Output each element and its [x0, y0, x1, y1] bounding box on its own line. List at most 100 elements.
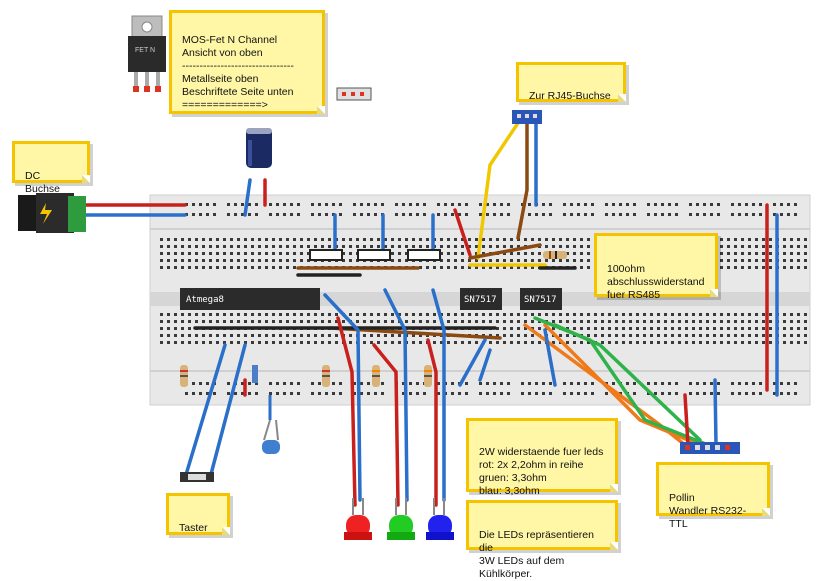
- breadboard-hole: [661, 213, 664, 216]
- breadboard-hole: [426, 313, 429, 316]
- breadboard-hole: [360, 392, 363, 395]
- breadboard-hole: [661, 382, 664, 385]
- breadboard-hole: [363, 313, 366, 316]
- breadboard-hole: [447, 238, 450, 241]
- breadboard-hole: [293, 266, 296, 269]
- breadboard-hole: [755, 238, 758, 241]
- breadboard-hole: [559, 259, 562, 262]
- breadboard-hole: [468, 238, 471, 241]
- breadboard-hole: [647, 382, 650, 385]
- breadboard-hole: [605, 203, 608, 206]
- wire-red-3: [453, 208, 472, 257]
- breadboard-hole: [741, 327, 744, 330]
- breadboard-hole: [717, 203, 720, 206]
- breadboard-hole: [251, 238, 254, 241]
- breadboard-hole: [258, 313, 261, 316]
- breadboard-hole: [241, 392, 244, 395]
- breadboard-hole: [286, 313, 289, 316]
- breadboard-hole: [454, 266, 457, 269]
- breadboard-hole: [307, 320, 310, 323]
- breadboard-hole: [223, 341, 226, 344]
- breadboard-hole: [433, 313, 436, 316]
- breadboard-hole: [531, 266, 534, 269]
- breadboard-hole: [524, 334, 527, 337]
- breadboard-hole: [783, 252, 786, 255]
- breadboard-hole: [454, 341, 457, 344]
- breadboard-hole: [377, 334, 380, 337]
- breadboard-hole: [559, 313, 562, 316]
- breadboard-hole: [255, 392, 258, 395]
- breadboard-hole: [657, 320, 660, 323]
- breadboard-hole: [265, 320, 268, 323]
- breadboard-hole: [755, 320, 758, 323]
- breadboard-hole: [521, 203, 524, 206]
- breadboard-hole: [615, 320, 618, 323]
- breadboard-hole: [804, 252, 807, 255]
- breadboard-hole: [192, 392, 195, 395]
- breadboard-hole: [587, 327, 590, 330]
- breadboard-hole: [283, 203, 286, 206]
- breadboard-hole: [216, 238, 219, 241]
- breadboard-hole: [255, 382, 258, 385]
- breadboard-hole: [230, 341, 233, 344]
- breadboard-hole: [496, 341, 499, 344]
- breadboard-hole: [510, 252, 513, 255]
- breadboard-hole: [629, 334, 632, 337]
- breadboard-hole: [370, 320, 373, 323]
- breadboard-hole: [783, 341, 786, 344]
- breadboard-hole: [605, 392, 608, 395]
- wire-red-pollin: [683, 393, 690, 447]
- breadboard-hole: [731, 203, 734, 206]
- breadboard-hole: [713, 320, 716, 323]
- note-pollin-text: Pollin Wandler RS232-TTL: [669, 492, 747, 530]
- breadboard-hole: [759, 382, 762, 385]
- breadboard-hole: [587, 238, 590, 241]
- breadboard-hole: [377, 245, 380, 248]
- breadboard-hole: [174, 245, 177, 248]
- chips: Atmega8 SN7517 SN7517: [180, 288, 562, 310]
- note-rj45-text: Zur RJ45-Buchse: [529, 90, 611, 102]
- breadboard-hole: [318, 203, 321, 206]
- breadboard-hole: [706, 334, 709, 337]
- breadboard-hole: [762, 341, 765, 344]
- breadboard-hole: [437, 382, 440, 385]
- breadboard-hole: [689, 392, 692, 395]
- breadboard-hole: [468, 313, 471, 316]
- breadboard-hole: [748, 334, 751, 337]
- breadboard-hole: [664, 341, 667, 344]
- breadboard-hole: [230, 313, 233, 316]
- breadboard-hole: [608, 327, 611, 330]
- breadboard-hole: [601, 313, 604, 316]
- breadboard-hole: [384, 341, 387, 344]
- breadboard-hole: [535, 213, 538, 216]
- breadboard-hole: [636, 327, 639, 330]
- breadboard-hole: [521, 392, 524, 395]
- lightning-icon: [40, 203, 52, 224]
- breadboard-hole: [773, 382, 776, 385]
- breadboard-hole: [370, 245, 373, 248]
- breadboard-hole: [790, 341, 793, 344]
- breadboard-hole: [321, 238, 324, 241]
- breadboard-hole: [591, 213, 594, 216]
- breadboard-hole: [174, 327, 177, 330]
- breadboard-hole: [608, 320, 611, 323]
- breadboard-hole: [297, 213, 300, 216]
- breadboard-hole: [297, 382, 300, 385]
- breadboard-hole: [685, 320, 688, 323]
- breadboard-hole: [272, 238, 275, 241]
- breadboard-hole: [437, 213, 440, 216]
- breadboard-hole: [402, 213, 405, 216]
- breadboard-hole: [286, 245, 289, 248]
- breadboard-hole: [374, 213, 377, 216]
- breadboard-hole: [797, 252, 800, 255]
- breadboard-hole: [244, 252, 247, 255]
- breadboard-hole: [272, 259, 275, 262]
- breadboard-hole: [748, 341, 751, 344]
- breadboard-hole: [342, 238, 345, 241]
- breadboard-hole: [216, 341, 219, 344]
- breadboard-hole: [584, 382, 587, 385]
- breadboard-hole: [486, 213, 489, 216]
- breadboard-hole: [804, 266, 807, 269]
- breadboard-hole: [349, 334, 352, 337]
- breadboard-hole: [755, 245, 758, 248]
